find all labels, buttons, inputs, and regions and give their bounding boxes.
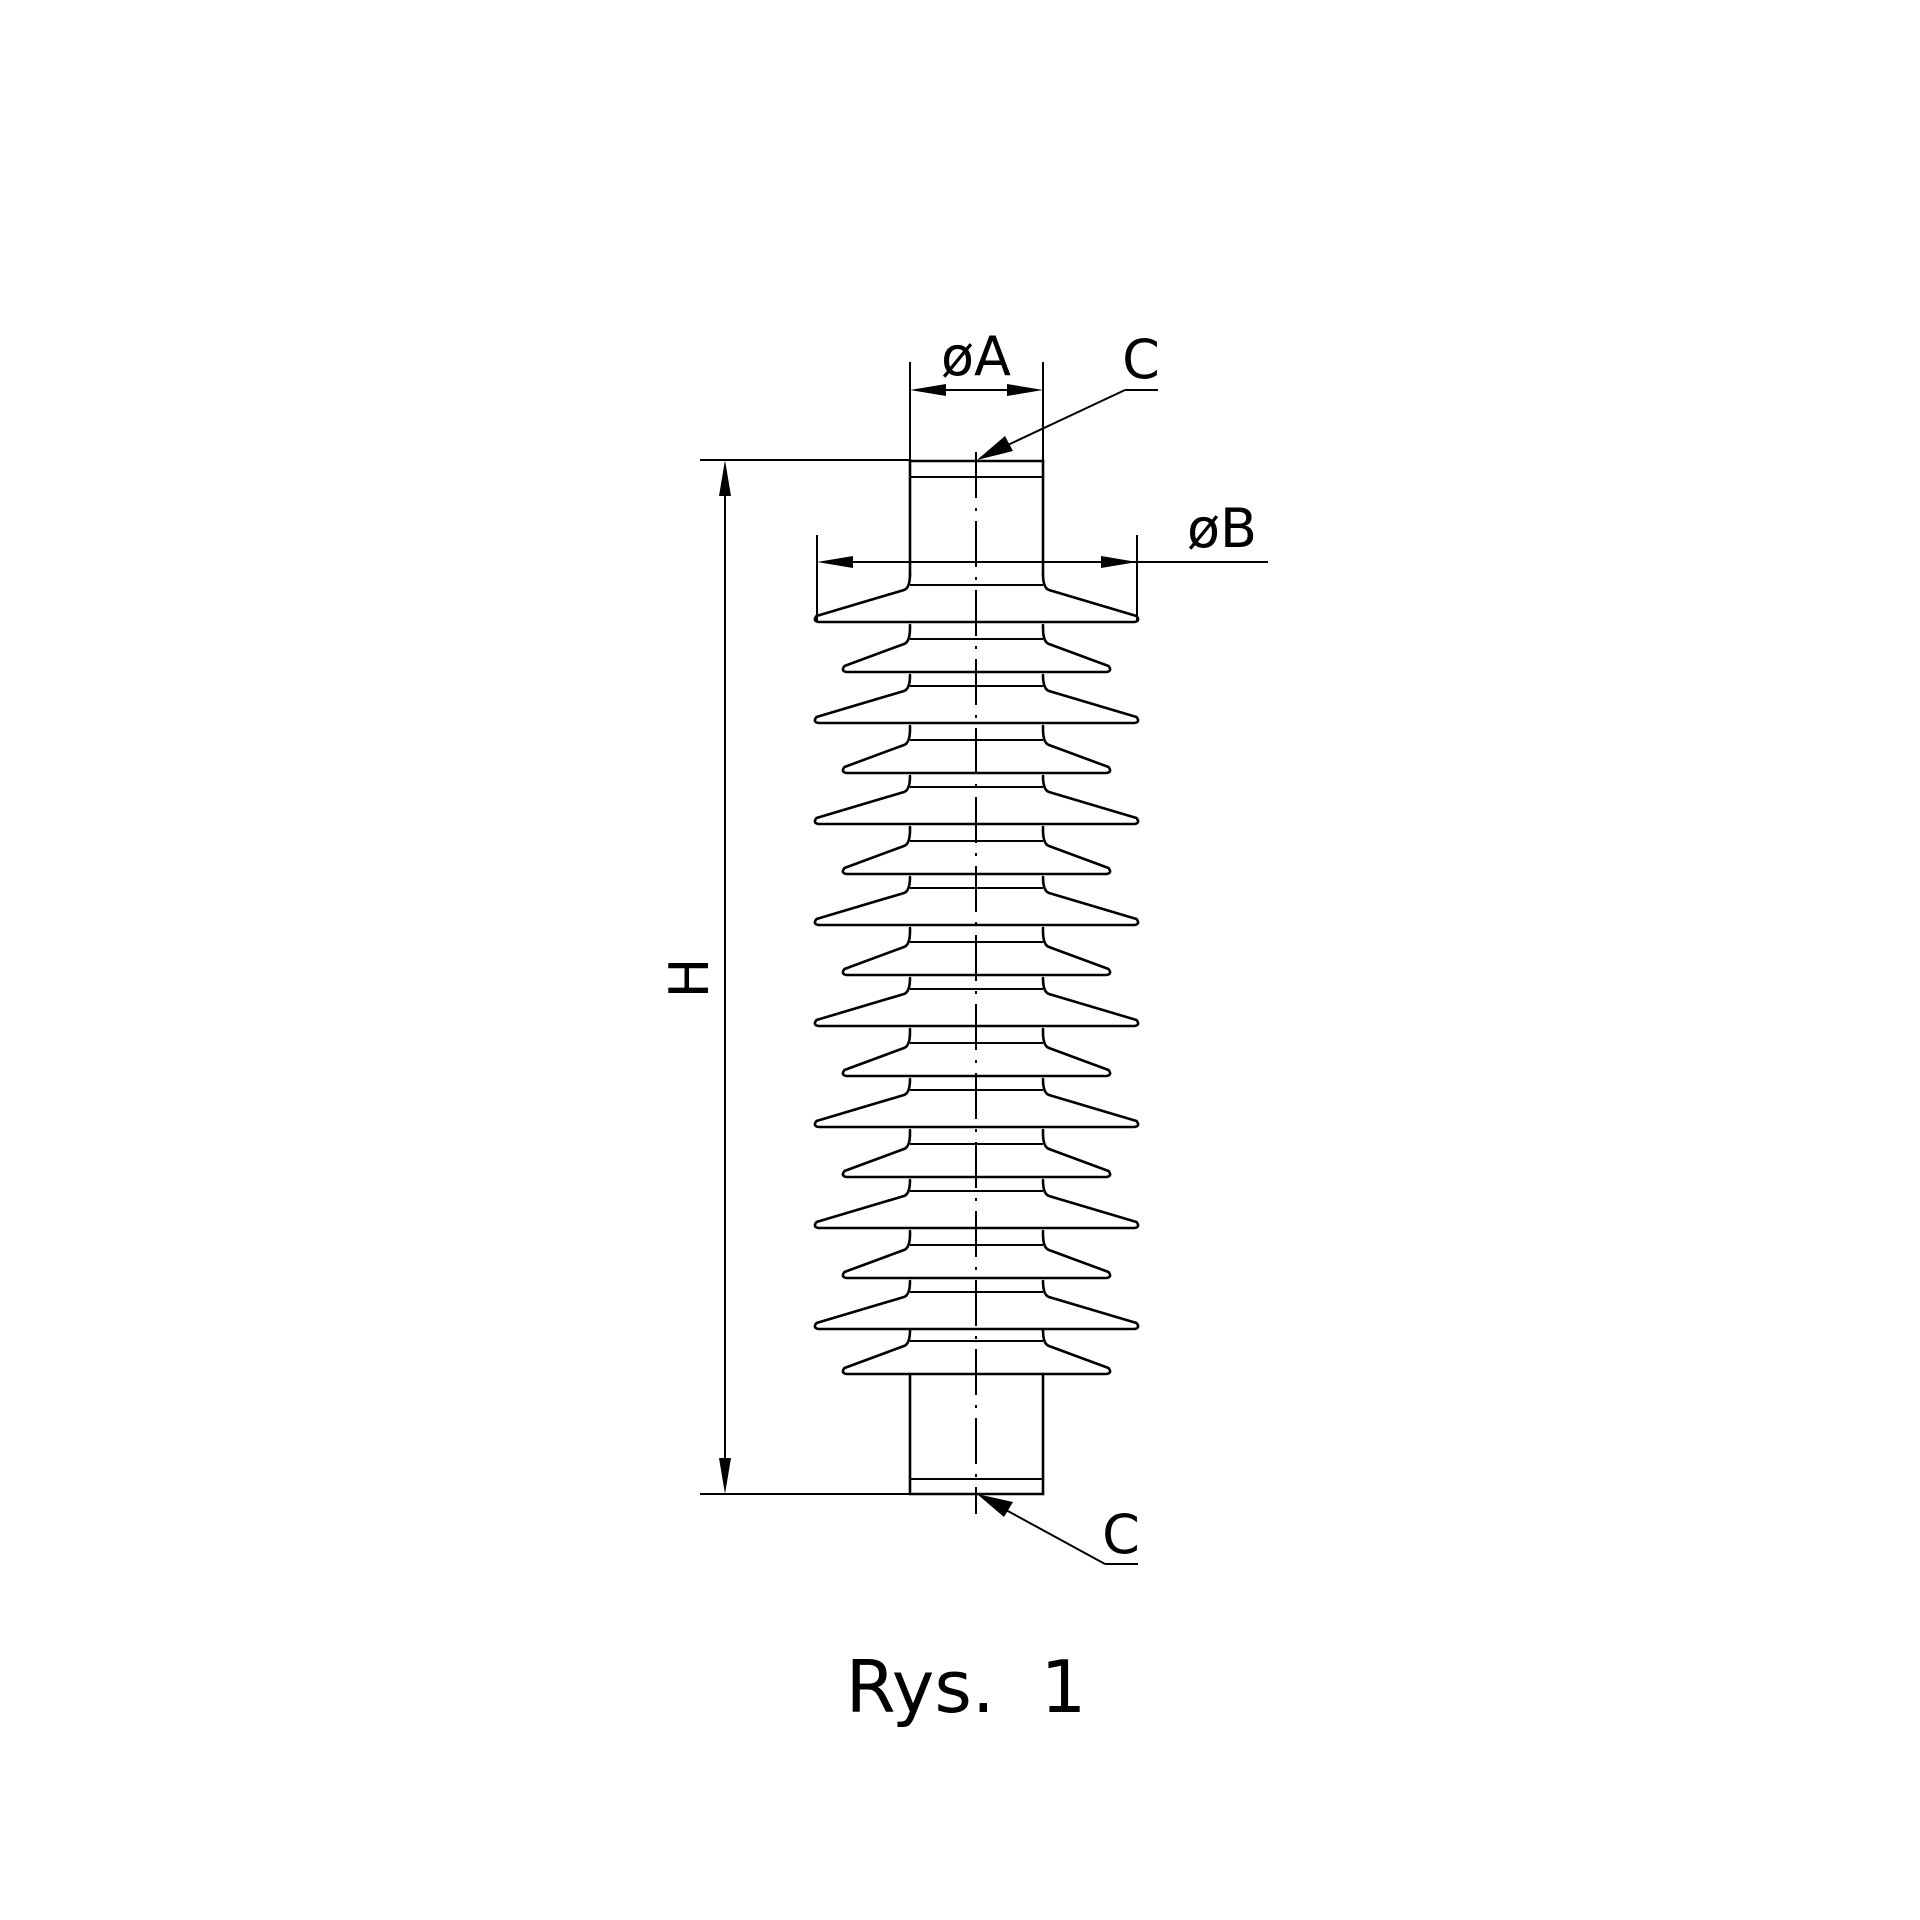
arrowhead bbox=[977, 436, 1013, 460]
dimension-h bbox=[700, 459, 910, 1495]
small-shed bbox=[841, 1229, 1112, 1280]
chamfer-label-bottom: C bbox=[1102, 1503, 1140, 1566]
arrowhead bbox=[719, 460, 731, 496]
dimension-b bbox=[816, 535, 1268, 622]
arrowhead bbox=[977, 1494, 1013, 1517]
arrowhead bbox=[719, 1458, 731, 1494]
dimension-h-label: H bbox=[658, 958, 721, 999]
dimension-a-label: øA bbox=[941, 325, 1011, 388]
chamfer-leader-top bbox=[977, 389, 1158, 460]
large-shed bbox=[813, 673, 1140, 725]
large-shed bbox=[813, 1279, 1140, 1331]
arrowhead bbox=[817, 556, 853, 568]
bottom-end-fitting bbox=[908, 1372, 1045, 1496]
arrowhead bbox=[910, 384, 946, 396]
arrowhead bbox=[1101, 556, 1137, 568]
arrowhead bbox=[1007, 384, 1043, 396]
dimension-b-label: øB bbox=[1187, 497, 1257, 560]
chamfer-label-top: C bbox=[1122, 328, 1160, 391]
dimension-a bbox=[909, 362, 1044, 460]
chamfer-leader-bottom bbox=[977, 1494, 1138, 1565]
figure-caption: Rys. 1 bbox=[846, 1645, 1087, 1729]
large-shed bbox=[813, 1077, 1140, 1129]
